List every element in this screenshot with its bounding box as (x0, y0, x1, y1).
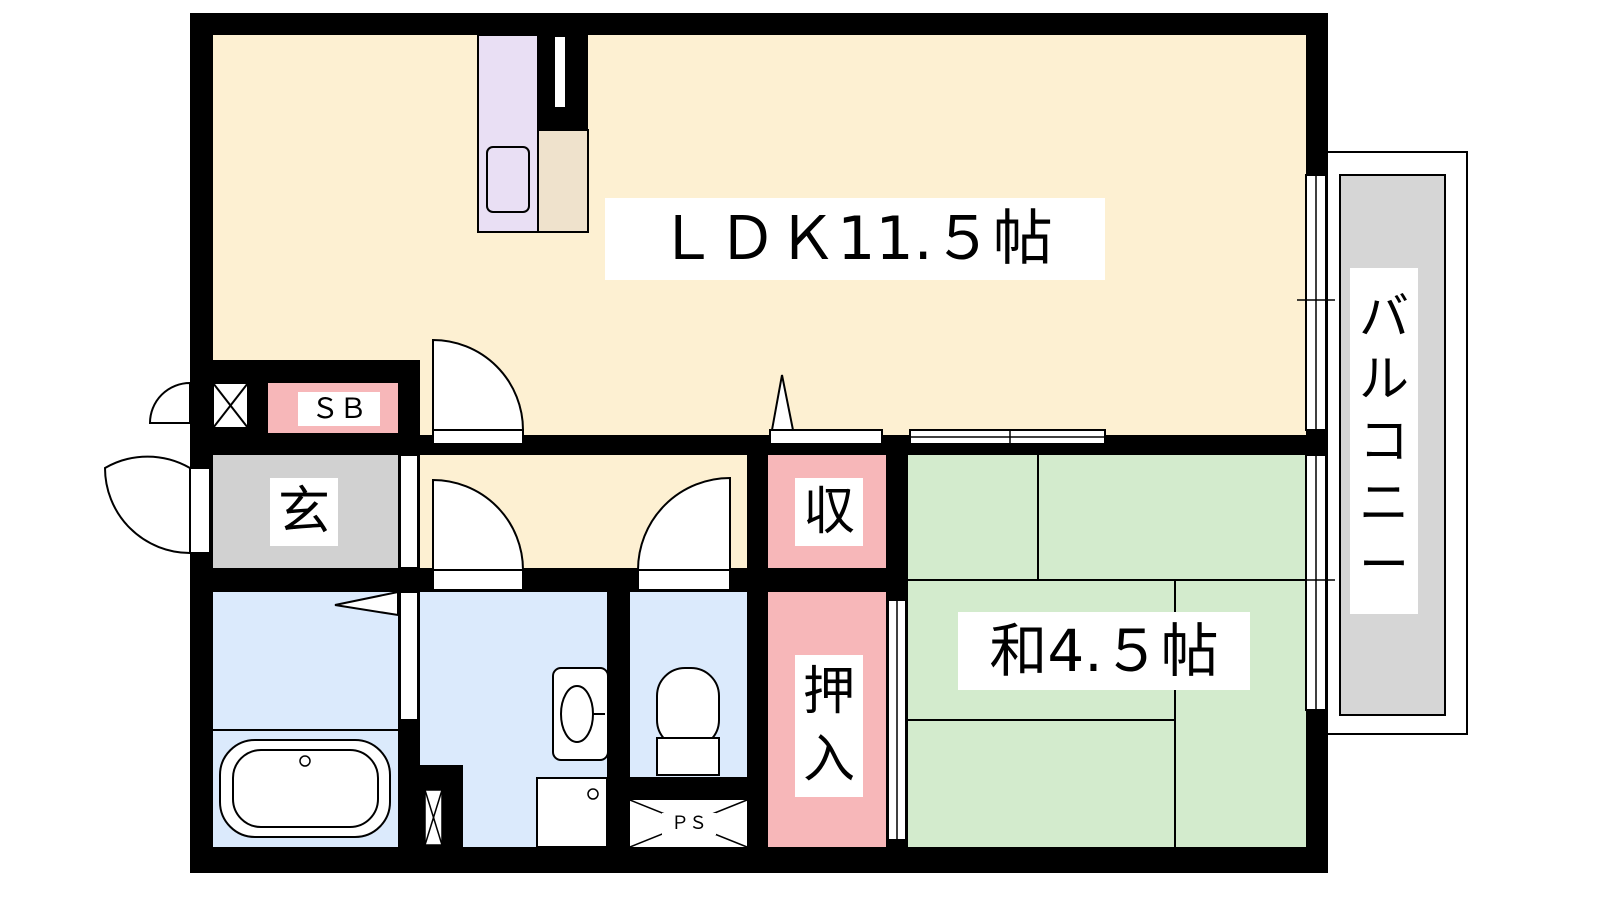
toilet-door-opening (637, 569, 731, 591)
genkan-label-text: 玄 (277, 482, 330, 542)
duct-x2 (424, 789, 443, 846)
ldk-label: ＬＤＫ11.５帖 (605, 198, 1105, 280)
balcony-label-char: ニ (1359, 474, 1409, 532)
closet-label: 押 入 (795, 655, 863, 797)
pipe-space-label: ＰＳ (662, 813, 716, 835)
washroom-door-opening (432, 569, 524, 591)
washing-machine-space (536, 777, 608, 848)
balcony-label-char: コ (1359, 412, 1409, 470)
entrance-door-frame (189, 467, 211, 554)
washitsu-label-text: 和4.５帖 (989, 617, 1219, 685)
ldk-opening-1 (769, 429, 883, 445)
entry-small-window-x2 (212, 382, 249, 429)
ldk-door-swing (432, 338, 525, 431)
closet-label-char: 入 (802, 730, 855, 790)
toilet-tank (656, 737, 720, 776)
shoe-box-label-text: ＳＢ (310, 392, 367, 425)
bathtub-drain (299, 755, 311, 767)
shoe-box-label: ＳＢ (298, 392, 380, 426)
pipe-space-label-text: ＰＳ (671, 813, 707, 834)
bathtub (219, 739, 391, 838)
toilet-bowl (656, 667, 720, 749)
entry-small-door (148, 381, 191, 424)
storage-label-text: 収 (802, 482, 855, 542)
bath-door (399, 591, 419, 721)
storage-label: 収 (795, 478, 863, 546)
entrance-door-swing (103, 455, 191, 555)
bathtub-inner (232, 749, 379, 828)
toilet-door-swing (636, 476, 731, 571)
kitchen-wall-slot (555, 37, 565, 107)
washitsu-label: 和4.５帖 (958, 612, 1250, 690)
washroom-door-swing (432, 478, 525, 571)
kitchen-sink (486, 146, 530, 213)
balcony-label-char: ル (1359, 350, 1409, 408)
closet-label-char: 押 (802, 662, 855, 722)
balcony-label: バ ル コ ニ ー (1350, 268, 1418, 614)
genkan-opening (399, 454, 419, 569)
genkan-label: 玄 (270, 478, 338, 546)
washing-machine-drain (587, 788, 599, 800)
tatami-lines (908, 455, 1306, 847)
bath-door-arrow (334, 590, 399, 617)
ldk-arrow (770, 374, 795, 431)
ldk-door-opening (432, 429, 524, 445)
balcony-label-char: ー (1359, 536, 1409, 594)
balcony-label-char: バ (1359, 288, 1409, 346)
fridge-space (537, 129, 589, 233)
ldk-label-text: ＬＤＫ11.５帖 (657, 204, 1053, 274)
